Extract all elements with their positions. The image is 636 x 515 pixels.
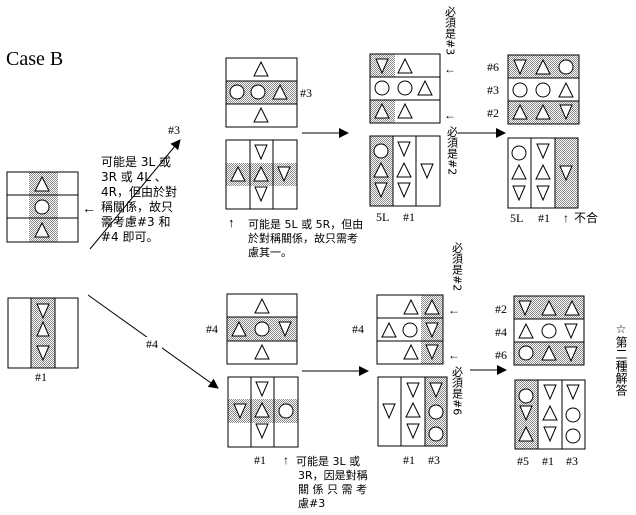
must-be-2-note: 必須是#2 bbox=[451, 242, 464, 292]
case-title: Case B bbox=[6, 48, 63, 70]
grid-step2-cols bbox=[369, 135, 441, 207]
label-hash3: #3 bbox=[428, 453, 440, 467]
grid-top-right-rows bbox=[507, 54, 580, 125]
label-hash4: #4 bbox=[352, 322, 364, 336]
left-note-line: 可能是 3L 或 bbox=[101, 155, 171, 169]
label-hash3: #3 bbox=[487, 83, 499, 97]
must-be-2-note: 必須是#2 bbox=[446, 126, 459, 176]
grid-bottom-cols bbox=[227, 376, 299, 448]
arrow-left-mark: ← bbox=[444, 62, 456, 76]
bottom-note-line: 慮#3 bbox=[298, 496, 325, 510]
grid-step2-rows bbox=[369, 53, 441, 124]
left-note-line: 4R，但由於對 bbox=[101, 184, 177, 199]
top-note-line: 慮其一。 bbox=[248, 245, 292, 259]
left-note-line: 需考慮#3 和 bbox=[101, 215, 171, 229]
second-solution-note: ☆第二種解答 bbox=[614, 322, 628, 397]
arrow-4-label-bg bbox=[144, 337, 162, 351]
label-hash1: #1 bbox=[542, 454, 554, 468]
bottom-note-line: 3R，因是對稱 bbox=[298, 468, 368, 482]
label-5l: 5L bbox=[376, 210, 389, 224]
initial-grid-1 bbox=[7, 297, 79, 369]
label-hash3: #3 bbox=[566, 454, 578, 468]
top-note-line: 可能是 5L 或 5R，但由 bbox=[248, 217, 363, 231]
initial-grid-top bbox=[6, 171, 79, 243]
must-be-6-note: 必須是#6 bbox=[451, 366, 464, 416]
arrow-left-mark: ← bbox=[444, 108, 456, 122]
label-hash5: #5 bbox=[517, 454, 529, 468]
arrow-left-mark: ← bbox=[448, 303, 460, 317]
grid-top-cols bbox=[225, 139, 298, 210]
grid-final-cols bbox=[514, 379, 586, 450]
left-note-line: 稱關係，故只 bbox=[101, 199, 173, 214]
label-hash3-top: #3 bbox=[300, 86, 312, 100]
arrow-3-label: #3 bbox=[168, 123, 180, 137]
label-hash2: #2 bbox=[487, 106, 499, 120]
arrow-4-label: #4 bbox=[146, 337, 158, 351]
bottom-3l-note: 可能是 3L 或 3R，因是對稱 關 係 只 需 考 慮#3 bbox=[296, 454, 368, 510]
label-hash1: #1 bbox=[538, 211, 550, 225]
left-arrow: ← bbox=[82, 202, 96, 217]
label-hash1: #1 bbox=[403, 210, 415, 224]
grid-3-rows bbox=[225, 57, 298, 128]
left-note-line: #4 即可。 bbox=[101, 230, 159, 244]
triangle-up-icon bbox=[34, 221, 50, 238]
label-hash4: #4 bbox=[206, 322, 218, 336]
left-note-line: 3R 或 4L 、 bbox=[101, 170, 167, 184]
label-hash6: #6 bbox=[495, 348, 507, 362]
up-arrow-note: ↑ bbox=[228, 215, 235, 230]
label-hash1: #1 bbox=[35, 370, 47, 384]
top-5l-note: 可能是 5L 或 5R，但由 於對稱關係，故只需考 慮其一。 bbox=[248, 217, 363, 259]
bottom-note-line: 關 係 只 需 考 bbox=[298, 483, 367, 496]
up-arrow: ↑ bbox=[283, 453, 289, 467]
up-arrow: ↑ bbox=[563, 211, 569, 225]
left-note: 可能是 3L 或 3R 或 4L 、 4R，但由於對 稱關係，故只 需考慮#3 … bbox=[101, 155, 177, 244]
label-5l: 5L bbox=[510, 211, 523, 225]
label-hash1: #1 bbox=[254, 453, 266, 467]
bottom-note-line: 可能是 3L 或 bbox=[296, 454, 360, 468]
label-hash4: #4 bbox=[495, 325, 507, 339]
label-hash2: #2 bbox=[495, 302, 507, 316]
top-note-line: 於對稱關係，故只需考 bbox=[248, 231, 358, 245]
label-hash6: #6 bbox=[487, 60, 499, 74]
arrow-left-mark: ← bbox=[448, 348, 460, 362]
circle-icon bbox=[34, 199, 50, 215]
label-hash1: #1 bbox=[403, 453, 415, 467]
grid-bottom-step2-cols bbox=[377, 376, 448, 447]
must-be-3-note: 必須是#3 bbox=[444, 6, 457, 56]
grid-bottom-step2-rows bbox=[376, 294, 444, 365]
not-fit-note: 不合 bbox=[574, 210, 598, 225]
grid-4-rows bbox=[226, 293, 298, 365]
grid-top-right-cols bbox=[507, 137, 579, 209]
grid-final-rows bbox=[513, 295, 585, 366]
triangle-up-icon bbox=[34, 175, 50, 192]
arrow-to-3 bbox=[89, 139, 181, 250]
